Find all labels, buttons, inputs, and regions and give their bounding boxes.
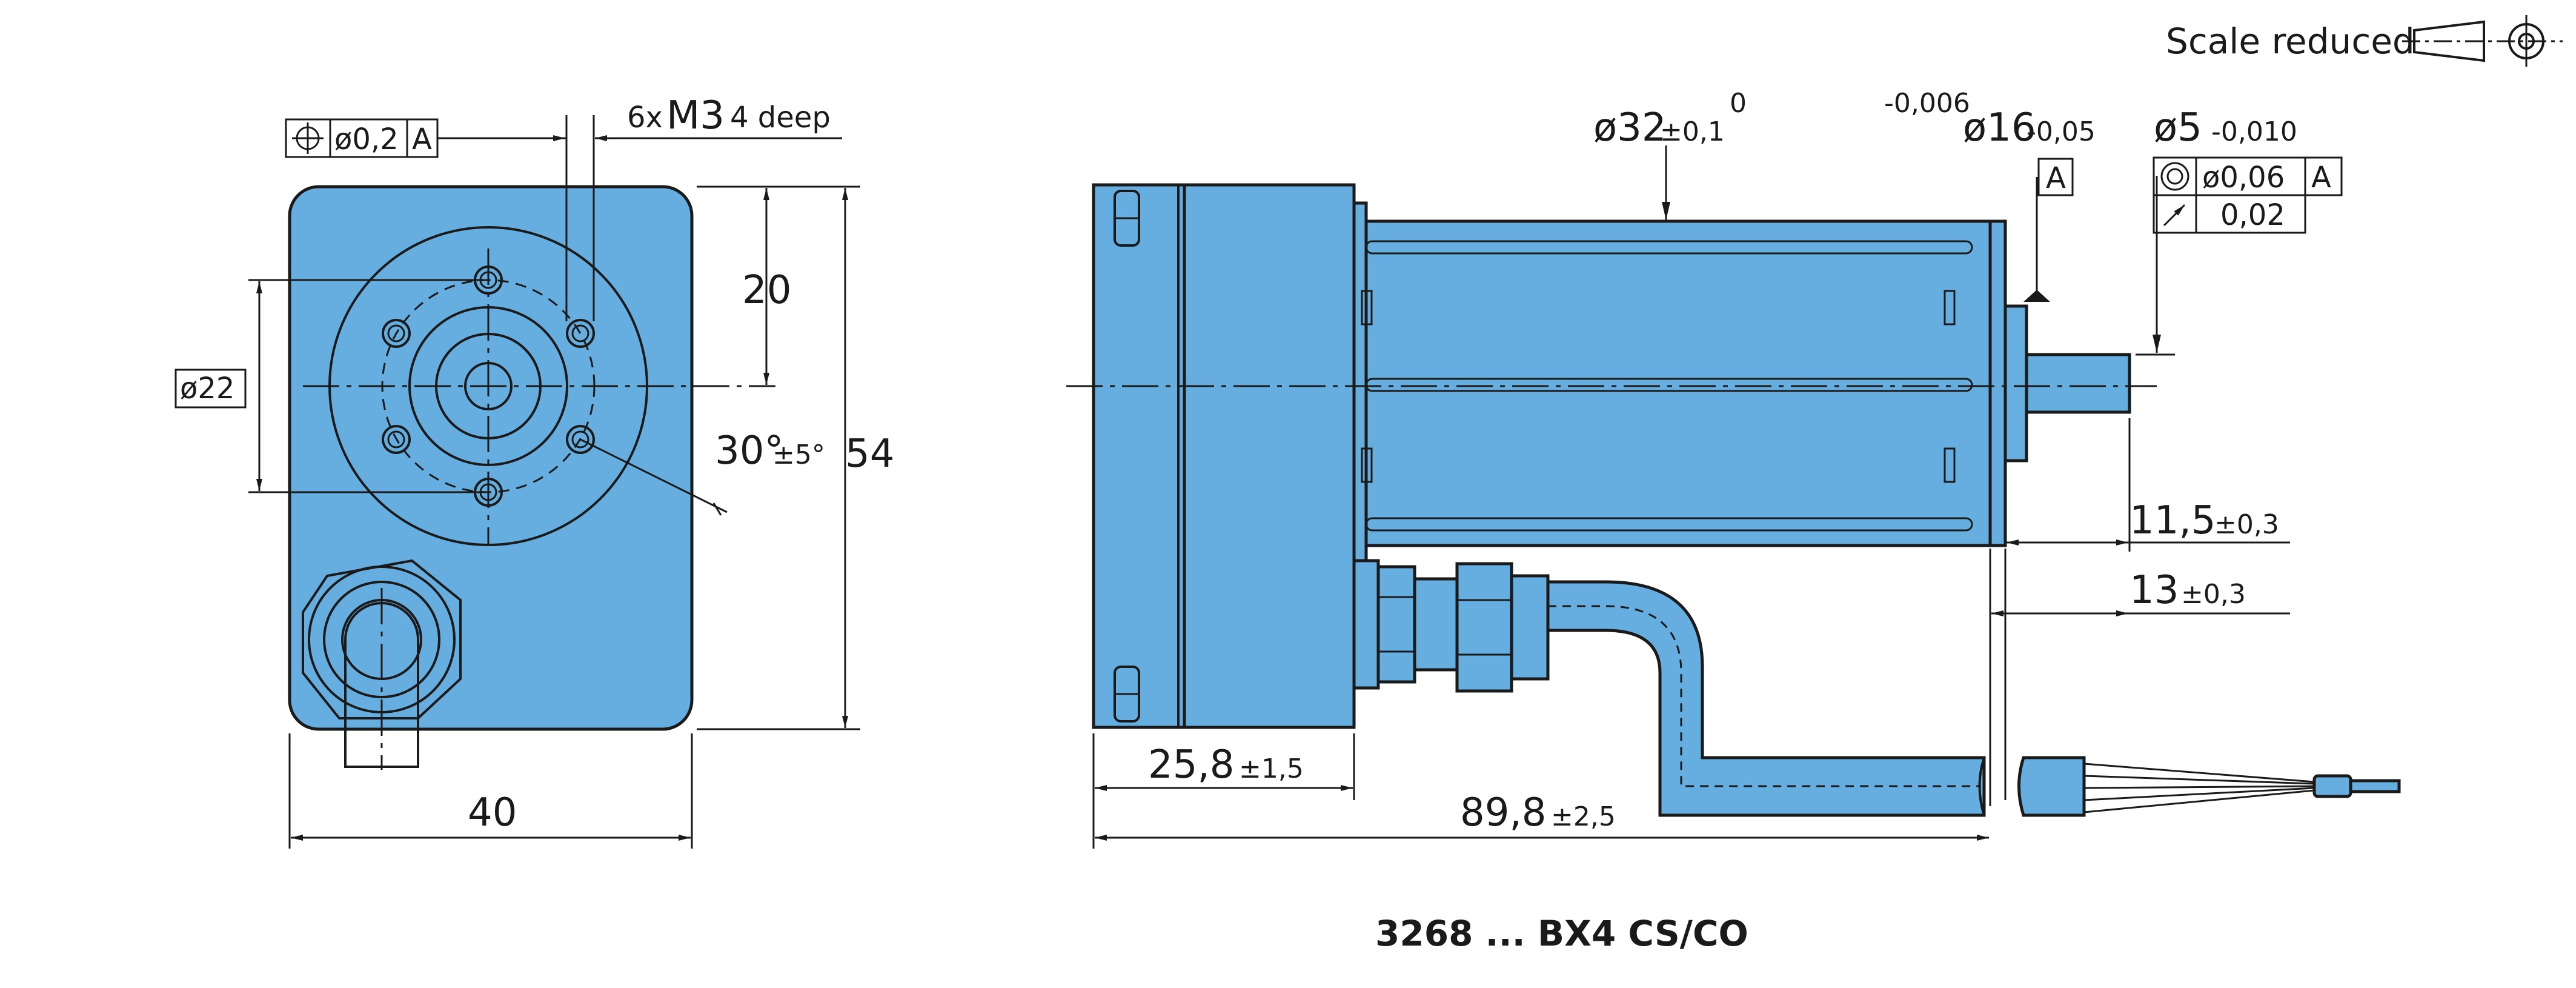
scale-note: Scale reduced — [2166, 21, 2415, 62]
cable-gland-side — [1352, 559, 1550, 693]
rear-cover — [1092, 183, 1186, 729]
dim-11-5: 11,5 — [2130, 498, 2216, 543]
thread-callout-prefix: 6x — [627, 101, 663, 135]
runout-value: 0,02 — [2220, 198, 2285, 232]
dim-13-tol: ±0,3 — [2181, 579, 2246, 610]
thread-hole — [571, 430, 589, 449]
dim-d5: ø5 — [2154, 105, 2202, 150]
dim-d16-upper: -0,006 — [1884, 88, 1970, 119]
projection-symbol-icon — [2402, 15, 2563, 67]
runout-frame: 0,02 — [2153, 194, 2306, 234]
bearing-hub — [2003, 304, 2028, 462]
product-code: 3268 ... BX4 CS/CO — [1375, 913, 1748, 954]
dim-89-8-tol: ±2,5 — [1551, 801, 1616, 832]
position-tolerance-datum: A — [412, 122, 432, 156]
rear-housing — [1183, 183, 1356, 729]
thread-callout-size: M3 — [666, 93, 725, 138]
cable — [1546, 580, 1986, 817]
thread-hole — [571, 324, 589, 342]
concentricity-value: ø0,06 — [2202, 161, 2285, 195]
thread-hole — [387, 324, 405, 342]
dim-89-8: 89,8 — [1460, 790, 1547, 835]
dim-height-54: 54 — [845, 432, 894, 476]
concentricity-icon — [2160, 162, 2189, 191]
dim-11-5-tol: ±0,3 — [2214, 509, 2279, 540]
thread-hole — [566, 319, 595, 348]
dim-25-8: 25,8 — [1148, 743, 1235, 787]
dim-d22: ø22 — [180, 372, 234, 406]
angle-30-tol: ±5° — [772, 439, 825, 470]
dim-25-8-tol: ±1,5 — [1239, 753, 1304, 784]
angle-30: 30° — [715, 429, 783, 473]
cable-end — [2017, 756, 2086, 817]
dim-d32: ø32 — [1593, 105, 1667, 150]
thread-callout-suffix: 4 deep — [730, 101, 831, 135]
motor-shaft — [2025, 353, 2131, 414]
thread-hole — [566, 425, 595, 454]
position-tolerance-frame: ø0,2 A — [285, 118, 566, 158]
runout-arrow-icon — [2163, 204, 2186, 227]
dim-d16: ø16 — [1963, 105, 2036, 150]
position-tolerance-icon — [292, 122, 324, 154]
dim-width-40: 40 — [468, 790, 517, 835]
thread-hole — [382, 319, 411, 348]
cable-gland-front — [302, 559, 462, 770]
position-tolerance-value: ø0,2 — [334, 122, 399, 156]
thread-hole — [382, 425, 411, 454]
thread-hole — [387, 430, 405, 449]
dim-d32-upper: 0 — [1730, 88, 1747, 119]
dim-d32-tol: ±0,1 — [1660, 116, 1725, 147]
dim-d5-tol: -0,010 — [2211, 116, 2297, 147]
datum-a-label: A — [2046, 161, 2066, 195]
front-view: 40 54 20 ø22 30° ±5° ø0,2 — [174, 93, 894, 849]
dim-13: 13 — [2130, 568, 2179, 613]
dim-20: 20 — [742, 268, 791, 313]
front-flange — [1988, 219, 2007, 547]
dim-d16-lower: -0,05 — [2027, 116, 2096, 147]
motor-body — [1352, 219, 1992, 547]
concentricity-datum: A — [2311, 161, 2331, 195]
side-view: ø32 ±0,1 0 -0,006 ø16 -0,05 A ø5 -0,010 … — [1066, 88, 2401, 849]
concentricity-frame: ø0,06 A — [2153, 156, 2343, 196]
